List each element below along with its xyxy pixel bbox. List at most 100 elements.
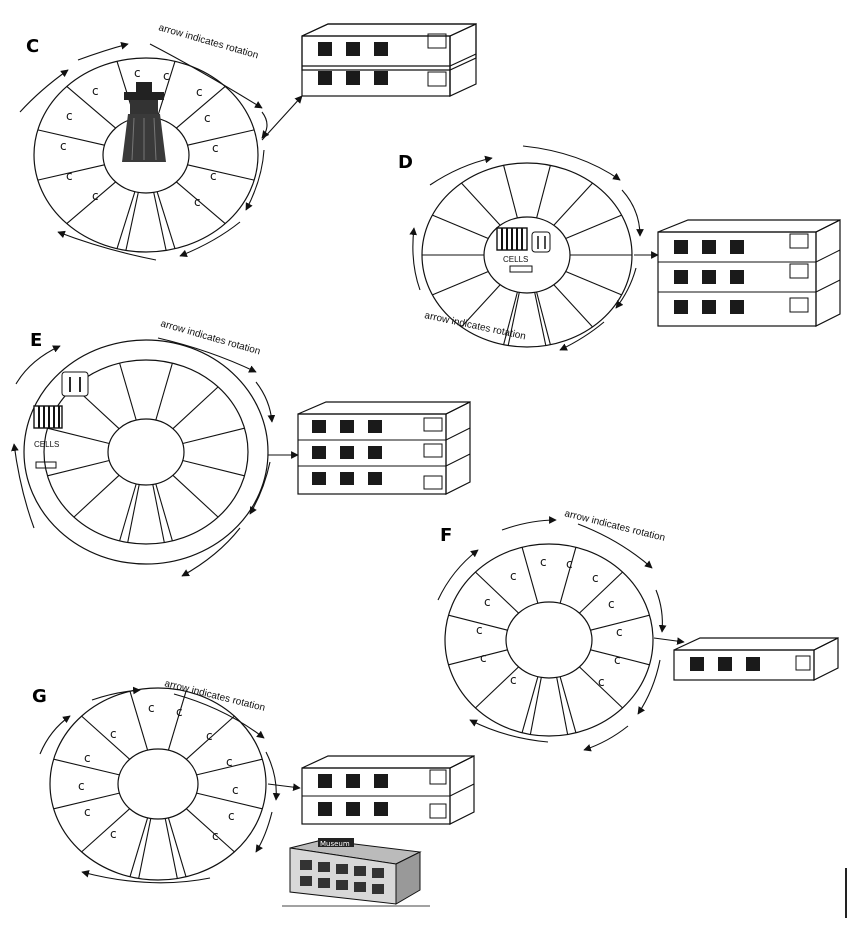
- cell-letter: c: [212, 141, 219, 155]
- ring-spoke: [536, 291, 551, 345]
- bed-icon: [35, 461, 57, 469]
- ring-spoke: [167, 691, 187, 751]
- museum-building-icon: Museum: [282, 838, 430, 907]
- ring-spoke: [565, 270, 622, 296]
- cell-letter: c: [616, 625, 623, 639]
- ring-spoke: [461, 182, 501, 226]
- cell-letter: c: [510, 673, 517, 687]
- spokes-d: [422, 165, 632, 346]
- ring-spoke: [475, 571, 519, 614]
- cell-letter: c: [66, 109, 73, 123]
- ring-spoke: [176, 181, 226, 225]
- cell-letter: c: [210, 169, 217, 183]
- panel-label-g: G: [32, 686, 47, 707]
- spokes-e: [47, 362, 245, 543]
- ring-spoke: [559, 676, 577, 733]
- outer-ring-c: [33, 57, 259, 253]
- cell-letter: c: [540, 555, 547, 569]
- cell-letter: c: [84, 751, 91, 765]
- building-f: [673, 637, 839, 681]
- cell-letter: c: [134, 66, 141, 80]
- panel-label-d: D: [398, 152, 413, 173]
- ring-spoke: [81, 808, 131, 853]
- panel-label-f: F: [440, 525, 452, 546]
- cell-letter: c: [92, 84, 99, 98]
- ring-spoke: [475, 666, 519, 709]
- corridor-spoke: [138, 818, 152, 879]
- cell-letters-c: c c c c c c c c c c c c: [60, 66, 219, 209]
- fork-knife-icon: [531, 231, 551, 253]
- cell-letter: c: [212, 829, 219, 843]
- building-d: [657, 219, 841, 327]
- ring-spoke: [53, 792, 120, 810]
- panel-c: C arrow indicates rotation c c c c c c c…: [19, 22, 303, 261]
- ring-spoke: [187, 129, 255, 146]
- ring-spoke: [119, 483, 137, 542]
- ring-spoke: [448, 649, 508, 666]
- ring-spoke: [432, 214, 489, 240]
- ring-diagram-c: c c c c c c c c c c c c: [33, 57, 259, 253]
- building-g: [301, 755, 475, 825]
- corridor-spoke: [153, 192, 167, 251]
- cell-letter: c: [194, 195, 201, 209]
- ring-diagram-e: CELLS: [23, 339, 269, 565]
- museum-sign: Museum: [320, 840, 350, 848]
- watchtower-icon: [122, 82, 166, 162]
- ring-spoke: [119, 362, 137, 421]
- ring-spoke: [579, 571, 623, 614]
- rotation-arrows-d: [409, 145, 644, 351]
- rotation-arrows-g: [39, 686, 281, 884]
- cell-letter: c: [608, 597, 615, 611]
- cell-letter: c: [196, 85, 203, 99]
- cell-letter: c: [92, 189, 99, 203]
- cell-letter: c: [232, 783, 239, 797]
- hub-label-e: CELLS: [34, 440, 59, 449]
- ring-spoke: [187, 164, 255, 181]
- ring-spoke: [185, 808, 235, 853]
- ring-spoke: [156, 191, 176, 249]
- cell-letter: c: [148, 701, 155, 715]
- panel-e: E arrow indicates rotation CELLS: [11, 318, 299, 577]
- corridor-spoke: [164, 818, 178, 879]
- cell-letter: c: [228, 809, 235, 823]
- ring-spoke: [156, 61, 176, 119]
- cell-letter: c: [206, 729, 213, 743]
- panel-label-c: C: [26, 36, 39, 57]
- fork-knife-icon: [61, 371, 89, 397]
- ring-spoke: [521, 547, 539, 604]
- ring-spoke: [185, 715, 235, 760]
- ring-spoke: [53, 758, 120, 776]
- ring-spoke: [167, 817, 187, 877]
- transfer-arrow-c: [261, 95, 303, 141]
- corridor-spoke: [529, 677, 542, 735]
- corridor-spoke: [507, 292, 520, 346]
- ring-spoke: [66, 85, 116, 129]
- cell-letter: c: [60, 139, 67, 153]
- ring-spoke: [73, 474, 120, 518]
- ring-spoke: [503, 165, 518, 219]
- ring-spoke: [448, 614, 508, 631]
- cell-letter: c: [163, 69, 170, 83]
- spokes-f: [448, 547, 650, 735]
- cell-letter: c: [614, 653, 621, 667]
- rotation-arrows-e: [11, 337, 276, 577]
- cell-letter: c: [480, 651, 487, 665]
- ring-spoke: [155, 483, 173, 542]
- ring-spoke: [182, 459, 245, 477]
- ring-spoke: [565, 214, 622, 240]
- panel-d: D arrow indicates rotation CELLS: [398, 145, 659, 351]
- rotation-caption-e: arrow indicates rotation: [159, 318, 261, 357]
- ring-spoke: [47, 459, 110, 477]
- cell-letter: c: [66, 169, 73, 183]
- cell-letters-f: c c c c c c c c c c c c: [476, 555, 623, 689]
- cell-letter: c: [476, 623, 483, 637]
- ring-spoke: [182, 427, 245, 445]
- ring-diagram-d: CELLS: [421, 162, 633, 348]
- rotation-arrows-c: [19, 42, 270, 261]
- cell-letter: c: [78, 779, 85, 793]
- corridor-spoke: [125, 192, 139, 251]
- ring-spoke: [37, 164, 105, 181]
- ring-spoke: [553, 284, 593, 328]
